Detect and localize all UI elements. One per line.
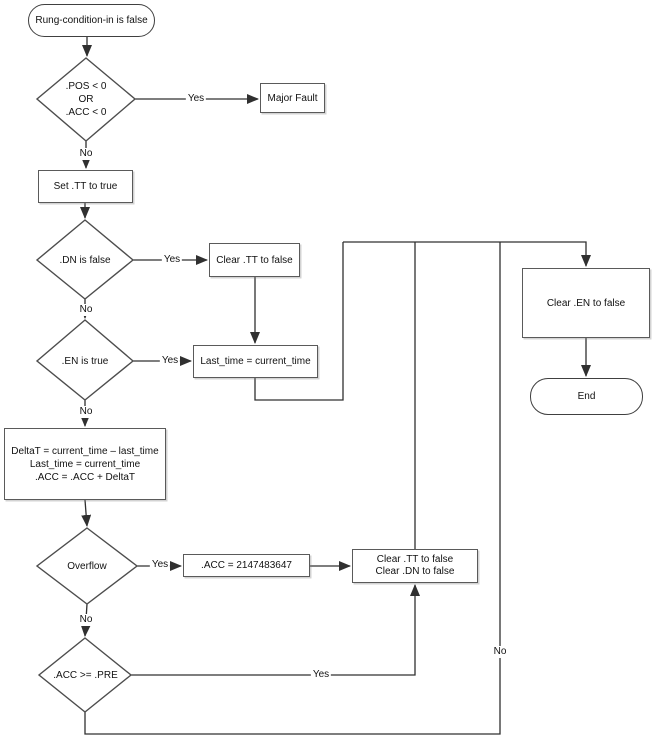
- decision-dn-shape: [35, 219, 135, 300]
- delta-calc-line3: .ACC = .ACC + DeltaT: [34, 471, 136, 483]
- clear-tt-dn-line2: Clear .DN to false: [375, 566, 455, 577]
- decision-acc-pre-label: .ACC >= .PRE: [53, 669, 118, 681]
- acc-max-box: .ACC = 2147483647: [183, 554, 310, 577]
- delta-calc-line2: Last_time = current_time: [29, 458, 141, 470]
- decision-acc-pre-shape: [37, 637, 133, 713]
- decision-pre-acc-line2: OR: [78, 93, 94, 105]
- decision-overflow-shape: [35, 527, 139, 605]
- decision-pre-acc-line3: .ACC < 0: [65, 106, 107, 118]
- connector-accpre-no-merge: [84, 242, 501, 735]
- clear-en-label: Clear .EN to false: [546, 297, 626, 309]
- decision-overflow-label: Overflow: [67, 560, 107, 572]
- set-tt-box: Set .TT to true: [38, 170, 133, 203]
- clear-tt-dn-line1: Clear .TT to false: [376, 553, 454, 565]
- edge-label-pre-no: No: [77, 148, 95, 160]
- end-terminal: End: [530, 378, 643, 415]
- start-terminal: Rung-condition-in is false: [28, 4, 155, 37]
- acc-max-label: .ACC = 2147483647: [201, 560, 292, 571]
- connector-lasttime-to-merge: [254, 242, 344, 401]
- edge-label-acc-pre-no: No: [491, 646, 509, 658]
- set-tt-label: Set .TT to true: [53, 181, 118, 192]
- edge-label-acc-pre-yes: Yes: [310, 669, 332, 681]
- edge-label-dn-no: No: [77, 304, 95, 316]
- clear-tt-box: Clear .TT to false: [209, 243, 300, 277]
- decision-en-label: .EN is true: [61, 355, 109, 367]
- decision-en-shape: [35, 319, 135, 401]
- edge-label-pre-yes: Yes: [185, 93, 207, 105]
- clear-en-box: Clear .EN to false: [522, 268, 650, 338]
- decision-pre-acc-shape: [35, 57, 137, 142]
- connector-accpre-yes-clearttdn: [131, 584, 420, 676]
- major-fault-label: Major Fault: [267, 92, 318, 104]
- delta-calc-line1: DeltaT = current_time – last_time: [11, 445, 159, 457]
- end-terminal-label: End: [577, 391, 596, 402]
- start-terminal-label: Rung-condition-in is false: [35, 15, 148, 26]
- connector-merge-to-clearen: [343, 241, 591, 267]
- delta-calc-box: DeltaT = current_time – last_time Last_t…: [4, 428, 166, 500]
- edge-label-overflow-yes: Yes: [149, 559, 171, 571]
- edge-label-dn-yes: Yes: [161, 254, 183, 266]
- edge-label-en-yes: Yes: [159, 355, 181, 367]
- decision-dn-label: .DN is false: [59, 254, 111, 266]
- decision-pre-acc-line1: .POS < 0: [65, 80, 107, 92]
- edge-label-en-no: No: [77, 406, 95, 418]
- last-time-box: Last_time = current_time: [193, 345, 318, 378]
- edge-label-overflow-no: No: [77, 614, 95, 626]
- last-time-label: Last_time = current_time: [200, 356, 311, 367]
- major-fault-box: Major Fault: [260, 83, 325, 113]
- clear-tt-label: Clear .TT to false: [216, 254, 293, 266]
- connector-delta-to-overflow: [81, 499, 92, 527]
- decision-pre-acc-label: .POS < 0 OR .ACC < 0: [46, 79, 126, 119]
- clear-tt-dn-box: Clear .TT to false Clear .DN to false: [352, 549, 478, 583]
